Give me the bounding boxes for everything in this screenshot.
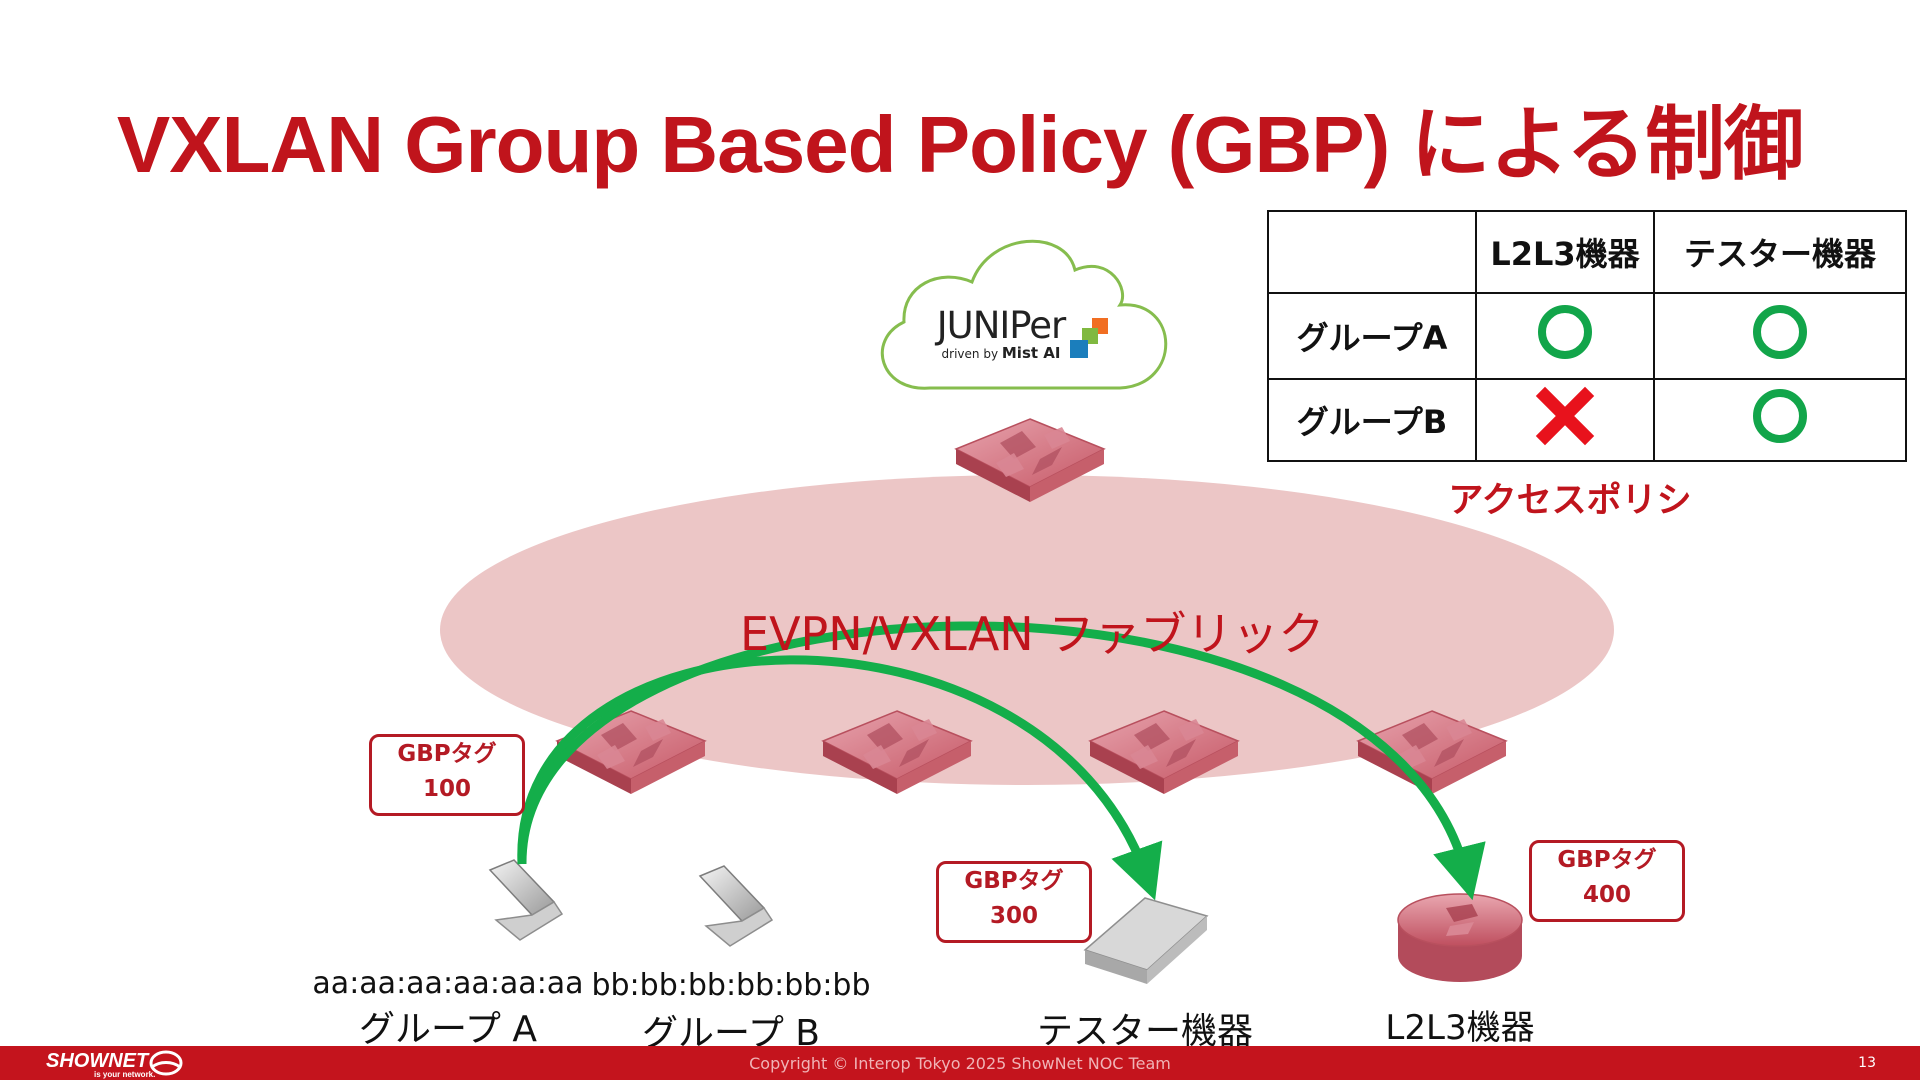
shownet-logo: SHOWNET is your network. (46, 1050, 155, 1079)
fabric-label: EVPN/VXLAN ファブリック (740, 607, 1325, 661)
gbp-tag-title: GBPタグ (397, 741, 497, 767)
juniper-logo: JUNIPer driven by Mist AI (926, 304, 1076, 362)
client-a-group: グループ A (359, 1009, 537, 1050)
allow-circle-icon (1538, 305, 1592, 359)
allow-circle-icon (1753, 305, 1807, 359)
copyright-text: Copyright © Interop Tokyo 2025 ShowNet N… (749, 1054, 1171, 1073)
policy-b-tester-cell (1653, 378, 1907, 462)
policy-a-tester-cell (1653, 292, 1907, 380)
laptop-b-icon (698, 865, 774, 947)
gbp-tag-300: GBPタグ 300 (936, 861, 1092, 943)
shownet-swoosh-icon (149, 1050, 183, 1076)
policy-header-blank (1267, 210, 1477, 294)
l2l3-label: L2L3機器 (1385, 1008, 1535, 1048)
gbp-tag-value: 100 (422, 776, 471, 802)
gbp-tag-value: 400 (1582, 882, 1631, 908)
policy-b-l2l3-cell (1475, 378, 1655, 462)
laptop-a-icon (488, 859, 564, 941)
gbp-tag-400: GBPタグ 400 (1529, 840, 1685, 922)
policy-header-tester: テスター機器 (1653, 210, 1907, 294)
router-icon (1397, 893, 1523, 982)
mist-brand: Mist AI (1001, 344, 1061, 362)
deny-cross-icon (1535, 386, 1595, 446)
gbp-tag-title: GBPタグ (1557, 847, 1657, 873)
arrow-to-l2l3 (517, 621, 1486, 901)
policy-caption: アクセスポリシ (1448, 481, 1692, 521)
gbp-tag-title: GBPタグ (964, 868, 1064, 894)
policy-header-l2l3: L2L3機器 (1475, 210, 1655, 294)
policy-row-a: グループA (1267, 292, 1907, 380)
policy-a-l2l3-cell (1475, 292, 1655, 380)
slide-title: VXLAN Group Based Policy (GBP) による制御 (116, 100, 1804, 189)
tester-label: テスター機器 (1036, 1011, 1253, 1052)
shownet-logo-sub: is your network. (94, 1070, 156, 1079)
client-a-mac: aa:aa:aa:aa:aa:aa (312, 966, 584, 1001)
footer-bar: SHOWNET is your network. Copyright © Int… (0, 1046, 1920, 1080)
policy-group-a: グループA (1267, 292, 1477, 380)
policy-row-b: グループB (1267, 378, 1907, 462)
gbp-tag-value: 300 (989, 903, 1038, 929)
client-b-mac: bb:bb:bb:bb:bb:bb (591, 968, 871, 1003)
policy-header-row: L2L3機器 テスター機器 (1267, 210, 1907, 294)
mist-squares-icon (1070, 318, 1108, 358)
mist-tagline: driven by Mist AI (926, 344, 1076, 362)
allow-circle-icon (1753, 389, 1807, 443)
cloud-shape (880, 239, 1168, 390)
tester-device-icon (1083, 897, 1209, 984)
policy-table: L2L3機器 テスター機器 グループA グループB (1267, 210, 1907, 462)
gbp-tag-100: GBPタグ 100 (369, 734, 525, 816)
policy-group-b: グループB (1267, 378, 1477, 462)
arrow-to-tester (517, 655, 1163, 901)
page-number: 13 (1858, 1055, 1876, 1071)
mist-tagline-prefix: driven by (941, 347, 999, 361)
shownet-logo-text: SHOWNET (46, 1050, 149, 1072)
juniper-logo-text: JUNIPer (936, 304, 1067, 347)
